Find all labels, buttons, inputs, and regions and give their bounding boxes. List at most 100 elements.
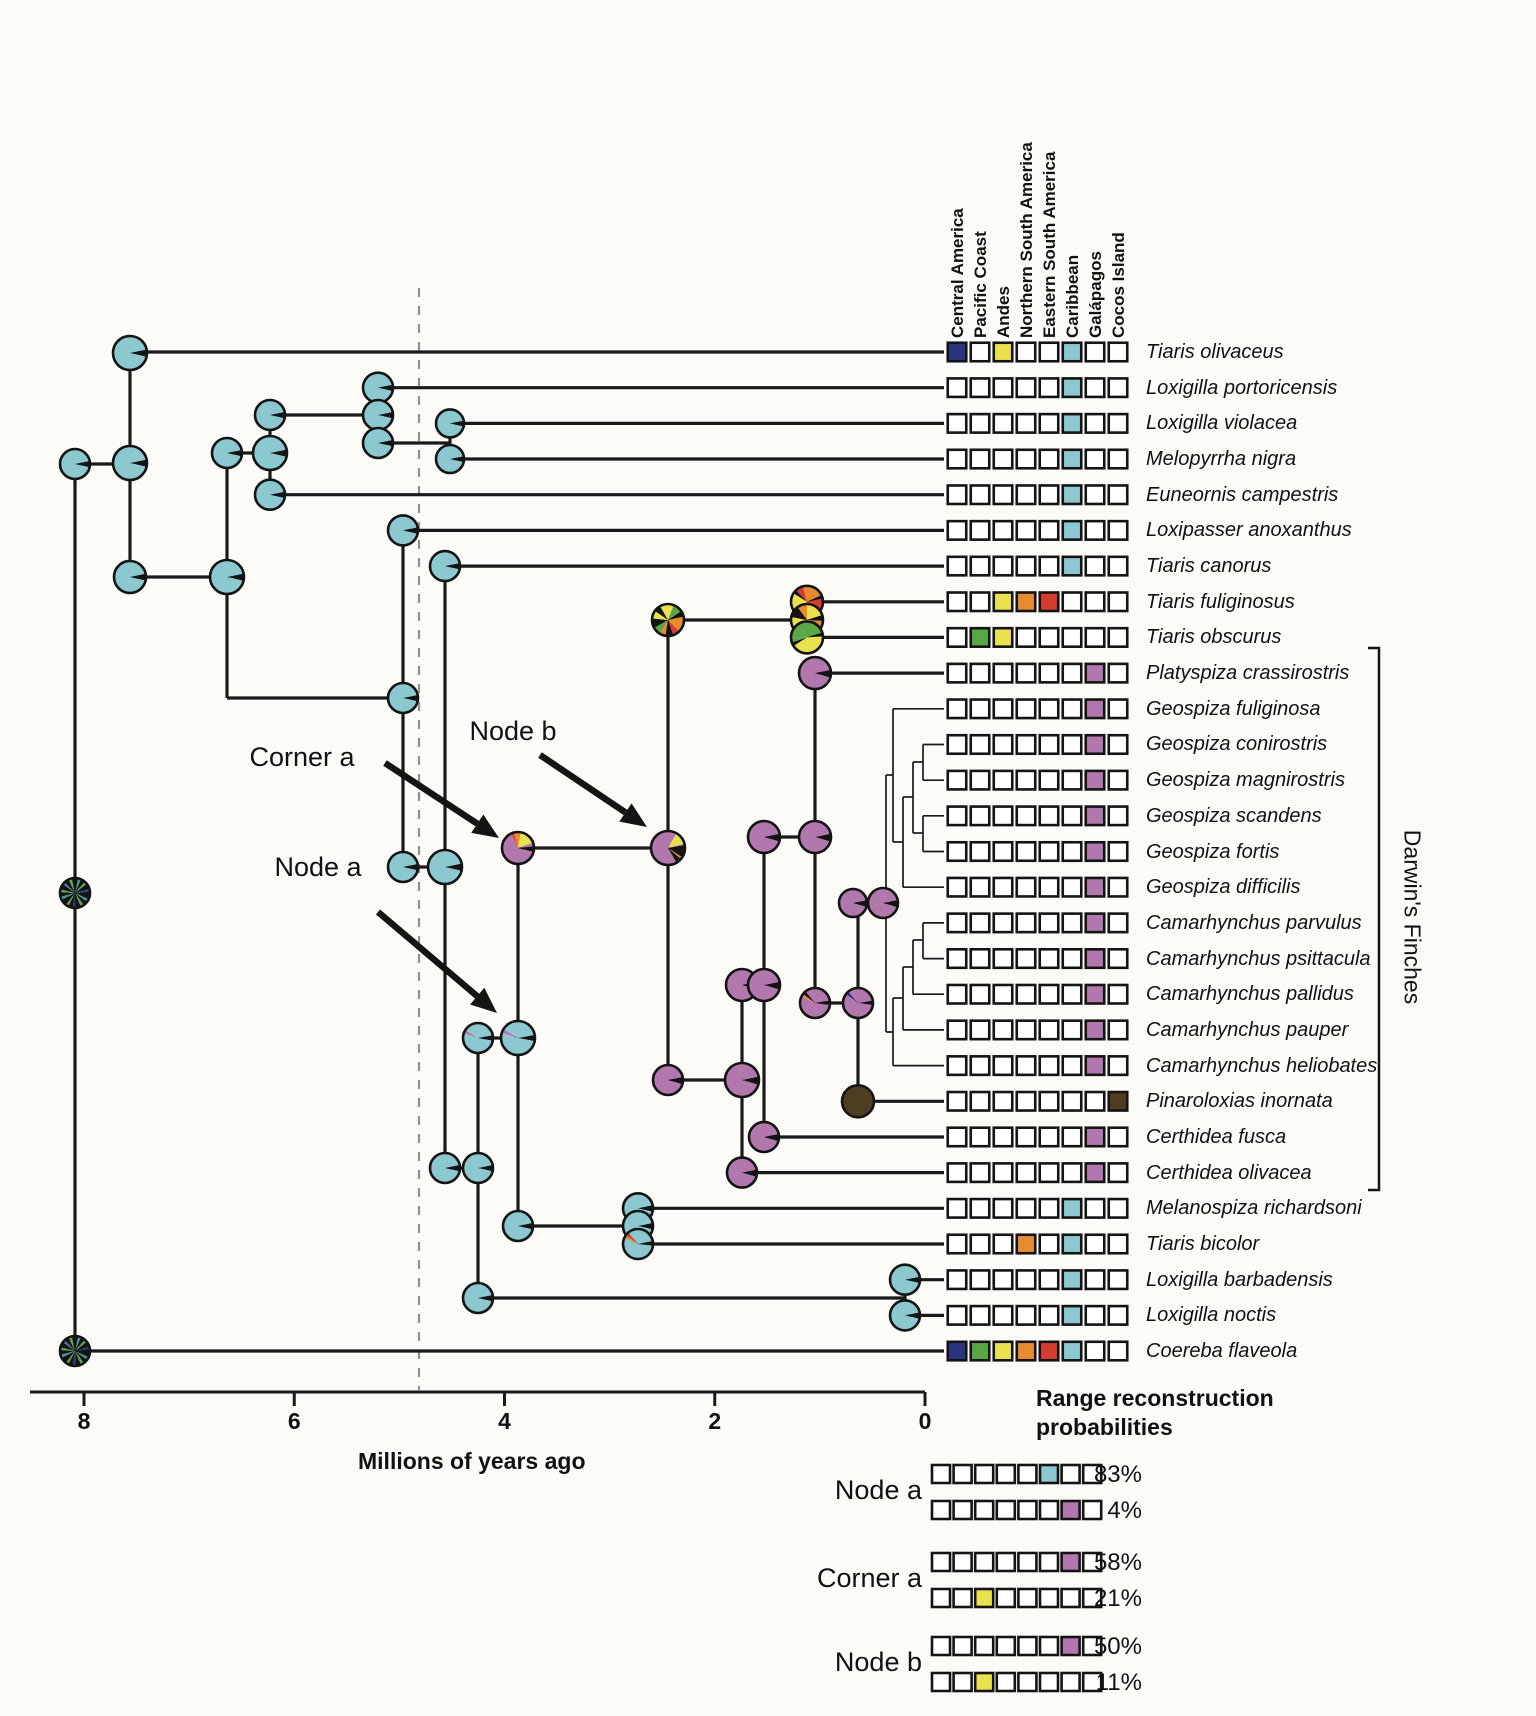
node-pie-outline (434, 408, 466, 439)
tip-occupancy-square (1015, 1055, 1037, 1077)
tip-occupancy-square (1038, 912, 1060, 934)
tip-occupancy-square (1107, 341, 1129, 363)
tip-occupancy-square (1061, 341, 1083, 363)
annotation-arrow (375, 909, 480, 999)
species-label: Geospiza scandens (1146, 804, 1322, 827)
tip-occupancy-square (1084, 1090, 1106, 1112)
node-pie-outline (621, 1227, 655, 1261)
node-pie-slice (75, 891, 90, 893)
node-pie-slice (652, 618, 668, 628)
tip-occupancy-square (946, 519, 968, 541)
legend-group-label: Node a (834, 1475, 922, 1505)
tip-occupancy-square (1107, 840, 1129, 863)
node-pie-outline (840, 1084, 876, 1119)
tip-occupancy-square (1107, 983, 1129, 1005)
tip-occupancy-square (992, 983, 1014, 1005)
tip-occupancy-square (969, 662, 991, 684)
tip-occupancy-square (969, 840, 991, 863)
node-pie-slice (363, 428, 393, 459)
node-pie-slice (638, 1222, 654, 1230)
tip-occupancy-square (1015, 983, 1037, 1005)
node-pie-slice (807, 632, 823, 638)
node-pie-slice (511, 832, 518, 848)
tip-occupancy-square (1107, 1162, 1129, 1184)
node-pie-slice (624, 1234, 638, 1244)
node-pie-slice (500, 1032, 535, 1056)
tip-occupancy-square (969, 1126, 991, 1148)
tip-occupancy-square (946, 1126, 968, 1148)
tip-occupancy-square (1084, 662, 1106, 684)
node-pie-outline (651, 1063, 685, 1097)
tip-occupancy-square (1015, 1340, 1037, 1362)
node-pie-outline (746, 967, 782, 1003)
node-pie-slice (68, 1336, 75, 1351)
node-pie-slice (501, 1028, 518, 1038)
tip-occupancy-square (1015, 948, 1037, 970)
region-header: Northern South America (1017, 142, 1036, 338)
tip-occupancy-square (1107, 591, 1129, 613)
tip-occupancy-square (992, 555, 1014, 577)
tip-occupancy-square (1038, 1055, 1060, 1077)
tip-occupancy-square (1084, 948, 1106, 970)
tip-occupancy-square (1015, 1019, 1037, 1041)
legend-square (995, 1551, 1017, 1573)
tip-occupancy-square (1061, 1090, 1083, 1112)
node-pie-slice (428, 850, 462, 884)
tip-occupancy-square (969, 1197, 991, 1219)
tip-occupancy-square (969, 805, 991, 827)
node-pie-slice (113, 561, 146, 593)
tip-occupancy-square (1061, 1126, 1083, 1148)
legend-square (1017, 1587, 1038, 1609)
tip-occupancy-square (1038, 1269, 1060, 1291)
node-pie-slice (626, 1232, 638, 1244)
node-pie-slice (462, 1033, 493, 1053)
node-pie-slice (75, 881, 87, 893)
tip-occupancy-square (1038, 983, 1060, 1005)
species-label: Tiaris olivaceus (1146, 341, 1284, 363)
annotation-arrow (383, 760, 480, 827)
tip-occupancy-square (1038, 1304, 1060, 1326)
node-pie-outline (501, 1209, 535, 1243)
node-pie-slice (430, 1153, 460, 1184)
axis-tick-label: 2 (708, 1408, 722, 1434)
species-label: Tiaris obscurus (1146, 626, 1282, 649)
tip-occupancy-square (1084, 519, 1106, 541)
tip-occupancy-square (1107, 1197, 1129, 1219)
tip-occupancy-square (969, 1055, 991, 1077)
node-pie-slice (518, 1222, 534, 1230)
node-pie-slice (210, 560, 244, 594)
node-pie-slice (60, 884, 75, 893)
node-pie-outline (841, 986, 875, 1020)
node-pie-slice (60, 1351, 75, 1358)
tip-occupancy-square (1084, 1233, 1106, 1255)
legend-square (1081, 1671, 1103, 1693)
node-pie-slice (748, 968, 780, 1001)
tip-occupancy-square (1107, 1019, 1129, 1041)
tip-occupancy-square (1084, 1340, 1106, 1362)
tip-occupancy-square (969, 448, 991, 470)
tip-occupancy-square (946, 341, 968, 363)
tip-occupancy-square (1061, 1019, 1083, 1041)
species-label: Camarhynchus pallidus (1146, 983, 1354, 1006)
region-header: Andes (994, 286, 1013, 338)
species-label: Geospiza difficilis (1146, 876, 1301, 899)
tip-occupancy-square (1107, 1055, 1129, 1077)
tip-occupancy-square (969, 948, 991, 970)
node-pie-slice (503, 1021, 535, 1038)
node-pie-slice (905, 1276, 921, 1284)
node-pie-slice (463, 1030, 478, 1038)
node-pie-slice (75, 893, 84, 907)
node-pie-slice (75, 893, 81, 908)
tip-occupancy-square (946, 948, 968, 970)
node-pie-slice (363, 372, 393, 403)
tip-occupancy-square (969, 769, 991, 791)
node-pie-slice (518, 842, 534, 848)
tip-occupancy-square (1038, 876, 1060, 898)
tip-occupancy-square (1084, 1304, 1106, 1326)
axis-tick-label: 4 (498, 1408, 511, 1434)
tip-occupancy-square (1107, 1340, 1129, 1362)
tip-occupancy-square (946, 805, 968, 827)
node-pie-slice (801, 994, 815, 1003)
tip-occupancy-square (1084, 555, 1106, 577)
axis-tick-label: 0 (918, 1408, 932, 1434)
